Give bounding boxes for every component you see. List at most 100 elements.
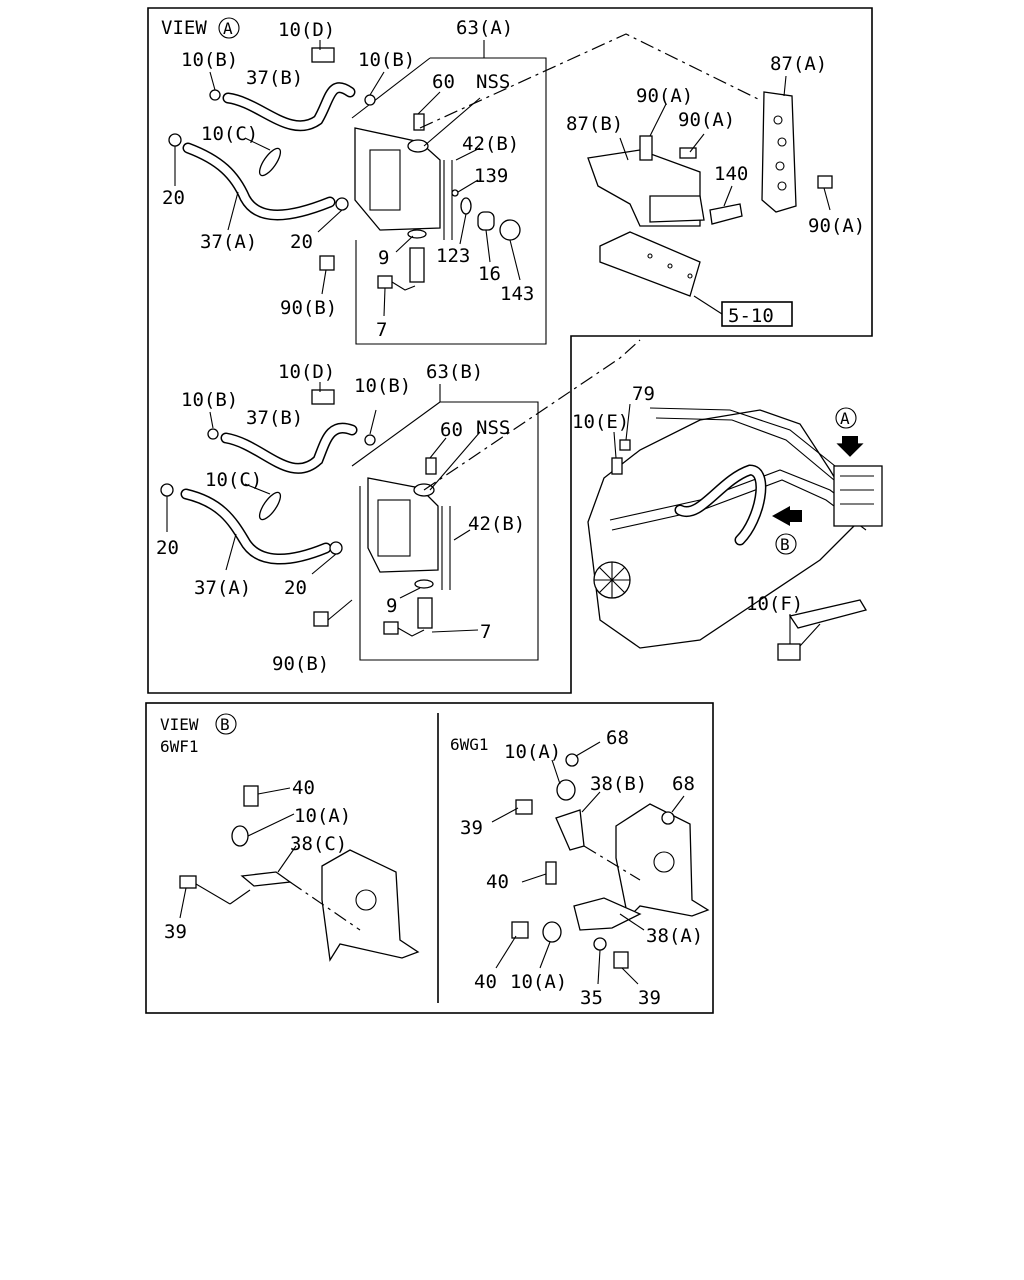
connector-7-upper [377, 275, 393, 289]
label-39: 39 [164, 921, 187, 943]
clamp-10a-top [556, 779, 576, 801]
washer-9-upper [407, 229, 427, 239]
reservoir-window-upper [369, 149, 401, 211]
bolt-90a-1 [639, 135, 653, 161]
clamp-10b-right-upper [364, 94, 376, 106]
label-37a: 37(A) [200, 231, 257, 253]
label-90a: 90(A) [678, 109, 735, 131]
label-143: 143 [500, 283, 534, 305]
bolt-39-6wf1 [179, 875, 197, 889]
washer-9-lower [414, 579, 434, 589]
label-38a: 38(A) [646, 925, 703, 947]
label-87b: 87(B) [566, 113, 623, 135]
arrow-view-b [772, 506, 790, 526]
label-37b: 37(B) [246, 67, 303, 89]
arrow-view-a-stem [842, 436, 858, 444]
frame-rail [599, 231, 701, 297]
label-9: 9 [386, 595, 397, 617]
bracket-38b [555, 809, 585, 851]
variant-6wg1: 6WG1 [450, 735, 489, 754]
nut-68-top [565, 753, 579, 767]
label-9: 9 [378, 247, 389, 269]
label-5-10: 5-10 [728, 305, 774, 327]
frame-hole [355, 889, 377, 911]
bolt-60-lower [425, 457, 437, 475]
clamp-20-left-lower [160, 483, 174, 497]
bolt-40-6wf1 [243, 785, 259, 807]
sensor-upper [409, 247, 425, 283]
view-a-upper-assembly: 10(D) 63(A) 10(B) 37(B) 10(B) 60 NSS 10(… [162, 17, 547, 345]
reference-line-lower [423, 339, 641, 491]
bolt-90b-upper [319, 255, 335, 271]
label-10a: 10(A) [510, 971, 567, 993]
reference-line-upper [419, 33, 761, 129]
label-37b: 37(B) [246, 407, 303, 429]
label-10b: 10(B) [181, 389, 238, 411]
clamp-10a-bottom [542, 921, 562, 943]
label-63b: 63(B) [426, 361, 483, 383]
ring-123 [460, 197, 472, 215]
clip-10d-upper [311, 47, 335, 63]
cap-16 [477, 211, 495, 231]
label-68: 68 [672, 773, 695, 795]
bolt-39-bottom [613, 951, 629, 969]
label-10c: 10(C) [205, 469, 262, 491]
clip-10e [611, 457, 623, 475]
view-a-marker-circle [218, 17, 240, 39]
label-20: 20 [284, 577, 307, 599]
label-87a: 87(A) [770, 53, 827, 75]
label-16: 16 [478, 263, 501, 285]
bolt-90b-lower [313, 611, 329, 627]
label-7: 7 [480, 621, 491, 643]
clamp-10b-left-upper [209, 89, 221, 101]
label-nss: NSS [476, 71, 510, 93]
bracket-87a [761, 91, 797, 213]
label-10a: 10(A) [504, 741, 561, 763]
part-140 [709, 203, 743, 225]
view-b-marker-circle [215, 713, 237, 735]
nut-79 [619, 439, 631, 451]
label-40: 40 [474, 971, 497, 993]
label-40: 40 [292, 777, 315, 799]
label-60: 60 [440, 419, 463, 441]
label-7: 7 [376, 319, 387, 341]
view-a-title-text: VIEW [161, 17, 207, 39]
label-90b: 90(B) [272, 653, 329, 675]
nut-35 [593, 937, 607, 951]
nut-68-right [661, 811, 675, 825]
view-a-marker: A [223, 19, 233, 38]
reservoir-window-lower [377, 499, 411, 557]
label-20: 20 [156, 537, 179, 559]
bolt-90a-2 [679, 147, 697, 159]
clamp-20-right-lower [329, 541, 343, 555]
label-37a: 37(A) [194, 577, 251, 599]
plate-87b [649, 195, 705, 223]
label-nss: NSS [476, 417, 510, 439]
bolt-60-upper [413, 113, 425, 131]
marker-b-circle [775, 533, 797, 555]
label-68: 68 [606, 727, 629, 749]
clip-10d-lower [311, 389, 335, 405]
sensor-lower [417, 597, 433, 629]
bolt-90a-3 [817, 175, 833, 189]
clip-10f [777, 643, 801, 661]
label-view-a: A [840, 409, 850, 428]
frame-section-6wg1 [615, 803, 710, 920]
variant-6wf1: 6WF1 [160, 737, 199, 756]
reservoir-on-engine [833, 465, 883, 527]
label-42b: 42(B) [468, 513, 525, 535]
arrow-view-b-stem [790, 510, 802, 522]
label-90b: 90(B) [280, 297, 337, 319]
bracket-38c [240, 871, 292, 887]
label-10d: 10(D) [278, 361, 335, 383]
label-20: 20 [290, 231, 313, 253]
label-20: 20 [162, 187, 185, 209]
view-b-marker: B [220, 715, 230, 734]
clamp-10a-6wf1 [231, 825, 249, 847]
label-140: 140 [714, 163, 748, 185]
bolt-39-left [515, 799, 533, 815]
filler-neck-upper [407, 139, 429, 153]
label-90a: 90(A) [636, 85, 693, 107]
frame-section-6wf1 [321, 849, 420, 962]
